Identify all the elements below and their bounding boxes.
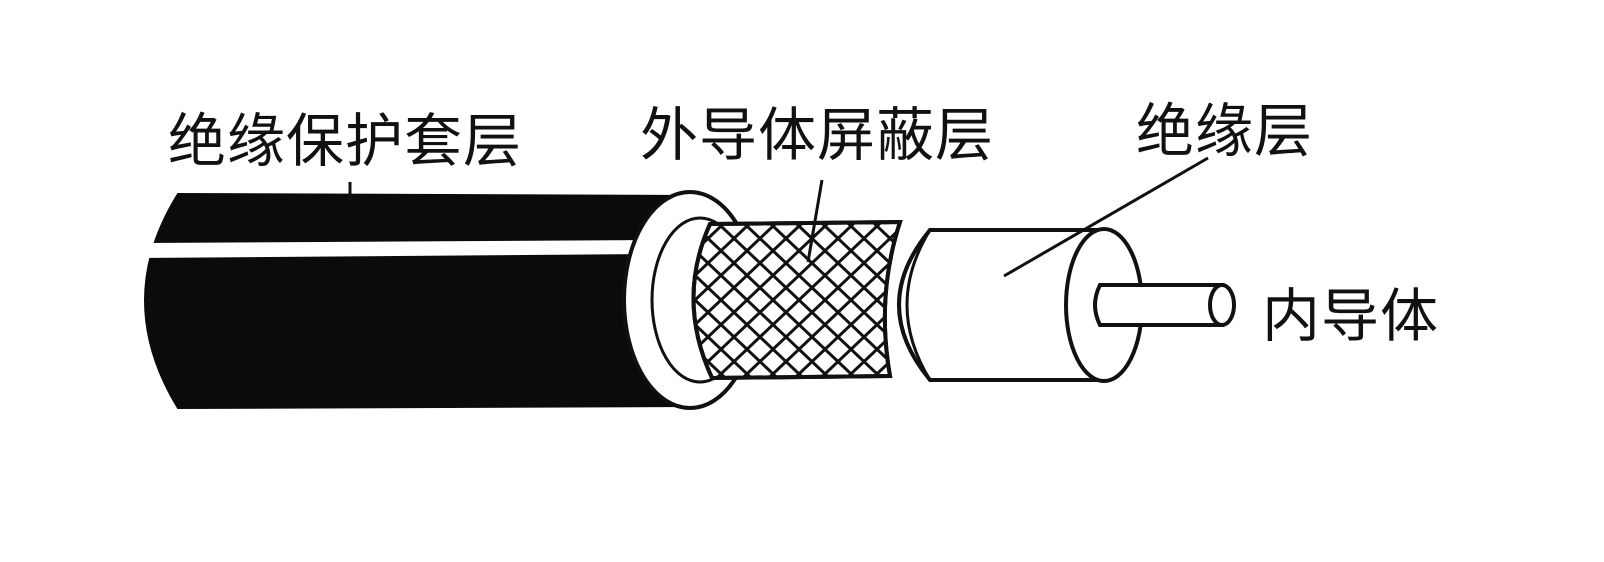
braid-strand bbox=[693, 222, 740, 378]
braid-strand bbox=[780, 222, 900, 378]
outer-jacket bbox=[136, 192, 692, 410]
braid-strand bbox=[806, 222, 900, 378]
braid-strand bbox=[806, 222, 900, 378]
label-outer-jacket: 绝缘保护套层 bbox=[168, 107, 523, 175]
braid-strand bbox=[858, 222, 900, 378]
braid-strand bbox=[754, 222, 900, 378]
label-insulation: 绝缘层 bbox=[1136, 97, 1314, 165]
braid-strand bbox=[728, 222, 900, 378]
braid-strand bbox=[832, 222, 900, 378]
leader-line-insulation bbox=[1003, 156, 1209, 278]
label-outer-conductor-shield: 外导体屏蔽层 bbox=[640, 101, 995, 169]
braid-strand bbox=[693, 222, 766, 378]
braid-strand bbox=[693, 222, 818, 378]
leader-line-shield bbox=[806, 179, 824, 263]
label-inner-conductor: 内导体 bbox=[1262, 282, 1440, 350]
leader-lines bbox=[348, 156, 1209, 278]
braid-strand bbox=[693, 222, 766, 378]
braid-strand bbox=[693, 222, 870, 378]
braid-strand bbox=[702, 222, 896, 378]
inner-conductor bbox=[1093, 283, 1236, 327]
braid-strand bbox=[832, 222, 900, 378]
